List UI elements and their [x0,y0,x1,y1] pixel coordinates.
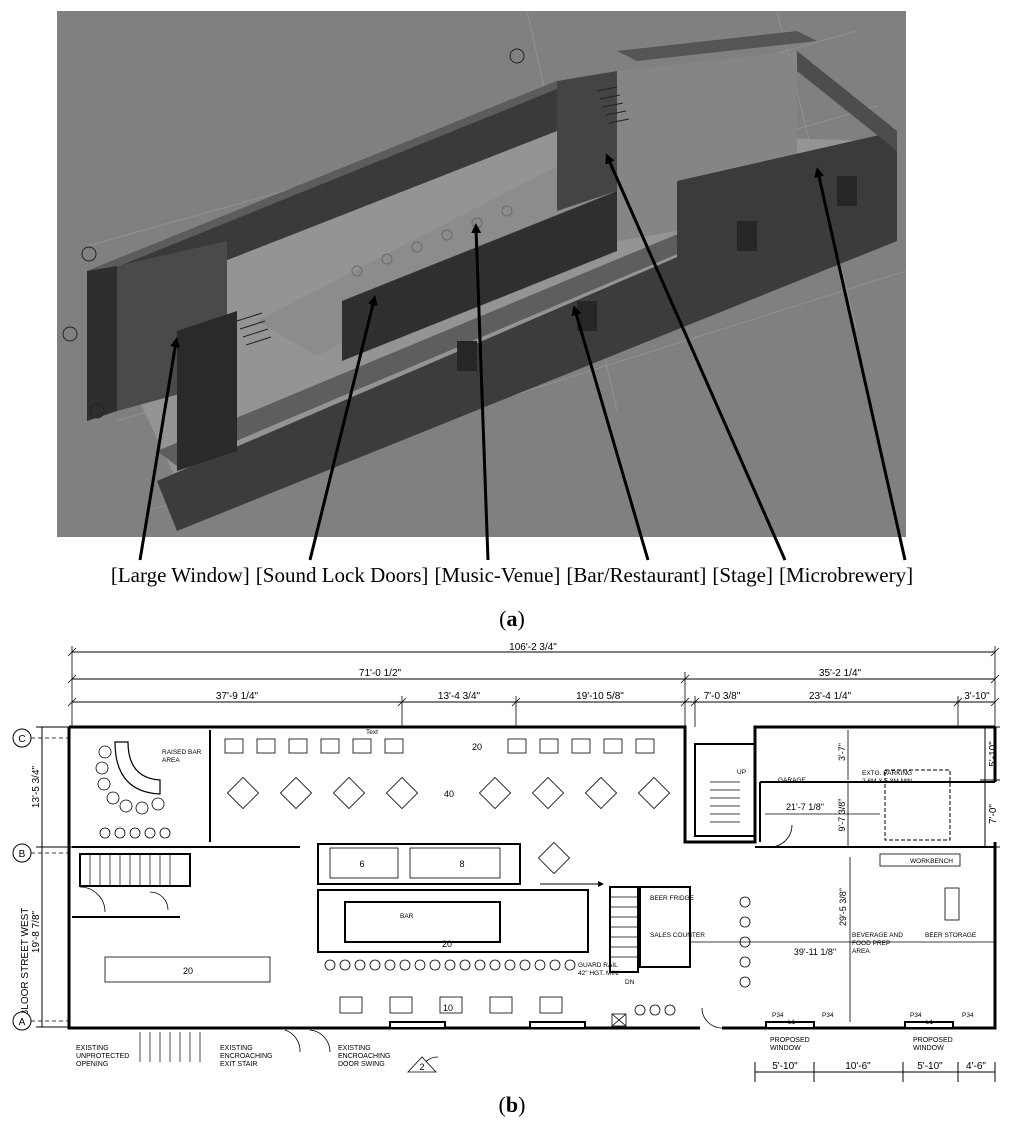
note-3-line3: DOOR SWING [338,1061,385,1068]
panel-a-label: (a) [499,606,525,631]
label-sales-counter: SALES COUNTER [650,932,705,939]
tag-l1-2: L1 [926,1019,934,1026]
tag-p34-1: P34 [772,1012,784,1019]
room-beverage-line1: BEVERAGE AND [852,932,903,939]
note-3-line2: ENCROACHING [338,1053,391,1060]
seat-count-top-row: 20 [472,742,482,752]
callout-caption-row: [Large Window][Sound Lock Doors][Music-V… [0,563,1024,588]
dim-left-upper: 13'-5 3/4" [31,765,42,808]
tag-p34-2: P34 [822,1012,834,1019]
callout-sound-lock-doors: [Sound Lock Doors] [255,563,429,587]
dim-segment-2: 13'-4 3/4" [438,691,481,702]
room-raised-bar-line1: RAISED BAR [162,749,202,756]
note-1-line3: OPENING [76,1061,108,1068]
grid-label-b: B [19,849,26,860]
note-pw1-line1: PROPOSED [770,1037,810,1044]
room-garage: GARAGE [778,777,806,784]
street-label: BLOOR STREET WEST [20,908,31,1017]
model-3d-drawing [57,11,906,537]
dim-garage-width: 21'-7 1/8" [786,802,824,812]
dim-left-lower: 19'-8 7/8" [31,910,42,953]
dim-overall: 106'-2 3/4" [509,642,557,653]
note-3-line1: EXISTING [338,1045,371,1052]
room-beverage-line2: FOOD PREP [852,940,890,947]
seat-count-booth-1: 6 [359,859,364,869]
label-text-tag: Text [366,729,378,736]
dim-right-lower: 7'-0" [988,804,999,824]
note-pw2-line1: PROPOSED [913,1037,953,1044]
seat-count-booth-2: 8 [459,859,464,869]
dim-brewery-depth: 29'-5 3/8" [838,888,848,926]
dim-garage-depth: 9'-7 3/8" [837,799,847,832]
note-2-line3: EXIT STAIR [220,1061,257,1068]
seat-count-bar: 20 [442,939,452,949]
dim-segment-3: 19'-10 5/8" [576,691,624,702]
dim-left-group: 71'-0 1/2" [359,668,402,679]
note-1-line1: EXISTING [76,1045,109,1052]
label-up-stair: UP [737,769,746,776]
note-2-line2: ENCROACHING [220,1053,273,1060]
dim-segment-4: 7'-0 3/8" [704,691,741,702]
dim-small-a: 3'-7" [837,743,847,761]
dim-segment-5: 23'-4 1/4" [809,691,852,702]
callout-microbrewery: [Microbrewery] [779,563,914,587]
room-parking-line1: EXTG. PARKING [862,770,912,777]
callout-large-window: [Large Window] [110,563,250,587]
callout-music-venue: [Music-Venue] [434,563,561,587]
dim-segment-1: 37'-9 1/4" [216,691,259,702]
room-beer-storage: BEER STORAGE [925,932,977,939]
room-raised-bar-line2: AREA [162,757,180,764]
dim-bottom-3: 5'-10" [917,1061,943,1072]
dim-bottom-1: 5'-10" [772,1061,798,1072]
grid-label-a: A [19,1017,26,1028]
panel-b-label: (b) [498,1092,526,1117]
section-marker-number: 2 [419,1062,424,1072]
note-1-line2: UNPROTECTED [76,1053,129,1060]
room-parking-line2: 2.6M X 5.8M MIN. [862,778,915,785]
seat-count-long-table: 20 [183,966,193,976]
room-bar: BAR [400,913,414,920]
callout-bar-restaurant: [Bar/Restaurant] [566,563,707,587]
dim-bottom-4: 4'-6" [966,1061,986,1072]
label-dn-stair: DN [625,979,635,986]
tag-p34-4: P34 [962,1012,974,1019]
note-pw2-line2: WINDOW [913,1045,944,1052]
label-guard-rail-line2: 42" HGT. MIN. [578,970,620,977]
label-beer-fridge: BEER FRIDGE [650,895,695,902]
seat-count-center: 40 [444,789,454,799]
dim-right-group: 35'-2 1/4" [819,668,862,679]
note-2-line1: EXISTING [220,1045,253,1052]
room-beverage-line3: AREA [852,948,870,955]
tag-l1-1: L1 [788,1019,796,1026]
dim-segment-6: 3'-10" [964,691,990,702]
grid-label-c: C [18,734,25,745]
floor-plan: 106'-2 3/4" 71'-0 1/2" 35'-2 1/4" 37'-9 … [0,632,1024,1087]
floor-plan-drawing: 106'-2 3/4" 71'-0 1/2" 35'-2 1/4" 37'-9 … [12,642,1000,1082]
label-workbench: WORKBENCH [910,858,953,865]
tag-p34-3: P34 [910,1012,922,1019]
dim-brewery-width: 39'-11 1/8" [794,947,836,957]
note-pw1-line2: WINDOW [770,1045,801,1052]
dim-bottom-2: 10'-6" [845,1061,871,1072]
callout-stage: [Stage] [712,563,774,587]
seat-count-front: 10 [443,1003,453,1013]
label-guard-rail-line1: GUARD RAIL [578,962,618,969]
model-3d-view [57,11,906,537]
